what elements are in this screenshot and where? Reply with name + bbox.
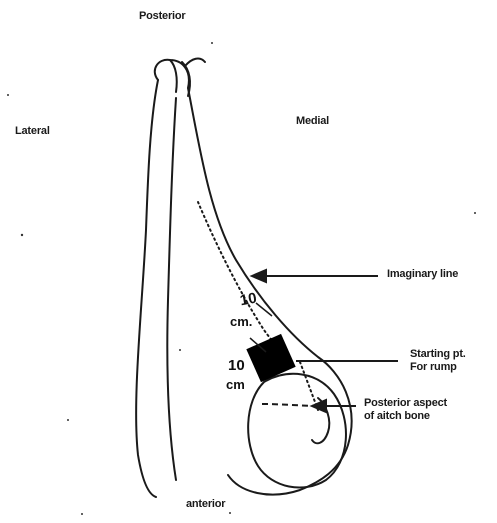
measure-lower-unit: cm bbox=[226, 378, 245, 391]
imaginary-line-arrow-head bbox=[252, 270, 266, 282]
measure-upper-value: 10 bbox=[239, 291, 258, 309]
label-starting-point-line2: For rump bbox=[410, 361, 466, 374]
label-posterior-aspect-line2: of aitch bone bbox=[364, 410, 447, 423]
label-imaginary-line: Imaginary line bbox=[387, 268, 458, 280]
speck bbox=[67, 419, 69, 421]
label-medial: Medial bbox=[296, 115, 329, 127]
speck bbox=[474, 212, 476, 214]
bone-end-hook bbox=[185, 59, 205, 66]
label-lateral: Lateral bbox=[15, 125, 50, 137]
speck bbox=[179, 349, 181, 351]
speck bbox=[81, 513, 83, 515]
label-posterior-aspect: Posterior aspect of aitch bone bbox=[364, 397, 447, 423]
label-posterior-aspect-line1: Posterior aspect bbox=[364, 397, 447, 410]
measure-lower-value: 10 bbox=[228, 358, 245, 373]
label-starting-point-line1: Starting pt. bbox=[410, 348, 466, 361]
speck bbox=[229, 512, 231, 514]
leg-inner-line bbox=[167, 98, 176, 480]
speck bbox=[211, 42, 213, 44]
measure-upper-unit: cm. bbox=[230, 315, 252, 328]
label-starting-point: Starting pt. For rump bbox=[410, 348, 466, 374]
speck bbox=[21, 234, 23, 236]
imaginary-dotted-line bbox=[198, 202, 290, 358]
speck bbox=[7, 94, 9, 96]
posterior-aspect-arrow-head bbox=[312, 400, 326, 412]
aitch-dotted-line bbox=[300, 362, 318, 410]
leg-lateral-edge bbox=[136, 80, 158, 497]
label-anterior: anterior bbox=[186, 498, 225, 510]
label-posterior: Posterior bbox=[139, 10, 186, 22]
bone-end-top bbox=[170, 60, 190, 96]
